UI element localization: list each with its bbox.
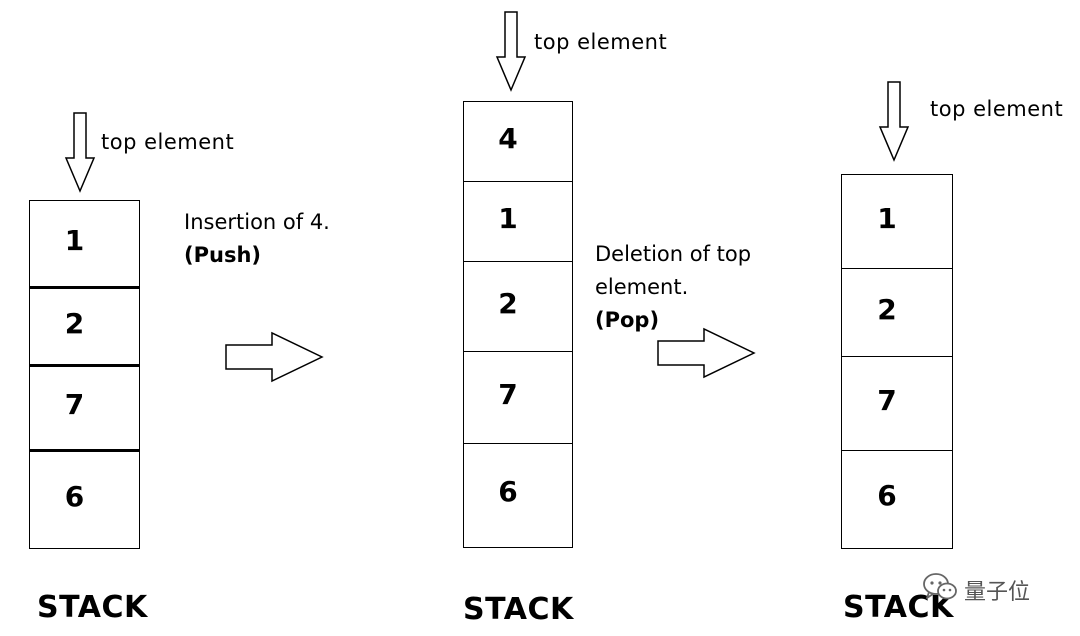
stack-caption: STACK <box>463 592 574 627</box>
cell-value: 6 <box>877 479 897 512</box>
push-description: Insertion of 4. (Push) <box>184 206 330 272</box>
stack-after-pop: 1 2 7 6 <box>841 174 953 549</box>
wechat-icon <box>922 572 958 608</box>
cell-value: 6 <box>498 475 518 508</box>
stack-initial: 1 2 7 6 <box>29 200 140 549</box>
pop-description-line: Deletion of top <box>595 242 752 266</box>
down-arrow-icon <box>64 112 96 193</box>
stack-cell: 7 <box>464 351 572 444</box>
stack-cell: 7 <box>30 364 139 450</box>
stack-cell: 1 <box>30 201 139 287</box>
stack-cell: 2 <box>464 261 572 352</box>
push-description-line: Insertion of 4. <box>184 210 330 234</box>
cell-value: 4 <box>498 121 518 155</box>
stack-cell: 6 <box>842 450 952 548</box>
stack-caption: STACK <box>37 590 148 625</box>
stack-cell: 7 <box>842 356 952 451</box>
push-label: (Push) <box>184 243 261 267</box>
cell-value: 6 <box>64 479 85 513</box>
cell-value: 1 <box>877 201 897 235</box>
cell-value: 2 <box>877 292 897 326</box>
cell-value: 2 <box>498 286 518 320</box>
stack-cell: 1 <box>842 175 952 269</box>
top-element-label: top element <box>930 97 1064 121</box>
pop-description-line: element. <box>595 275 689 299</box>
down-arrow-icon <box>878 81 910 162</box>
down-arrow-icon <box>495 11 527 92</box>
watermark-text: 量子位 <box>964 580 1031 605</box>
cell-value: 1 <box>498 201 518 235</box>
stack-cell: 6 <box>464 443 572 547</box>
cell-value: 1 <box>64 223 85 257</box>
stack-cell: 4 <box>464 102 572 182</box>
stack-cell: 1 <box>464 181 572 262</box>
stack-cell: 2 <box>842 268 952 357</box>
stack-cell: 2 <box>30 286 139 366</box>
cell-value: 7 <box>64 388 85 421</box>
stack-cell: 6 <box>30 449 139 548</box>
cell-value: 7 <box>877 383 897 417</box>
watermark: 量子位 <box>922 572 1030 608</box>
stack-after-push: 4 1 2 7 6 <box>463 101 573 548</box>
pop-description: Deletion of top element. (Pop) <box>595 238 751 337</box>
right-arrow-icon <box>225 331 324 383</box>
top-element-label: top element <box>101 130 235 154</box>
cell-value: 2 <box>64 307 85 340</box>
pop-label: (Pop) <box>595 308 660 332</box>
cell-value: 7 <box>498 377 518 411</box>
right-arrow-icon <box>657 327 756 379</box>
top-element-label: top element <box>534 30 668 54</box>
stack-caption: STACK <box>843 590 954 625</box>
